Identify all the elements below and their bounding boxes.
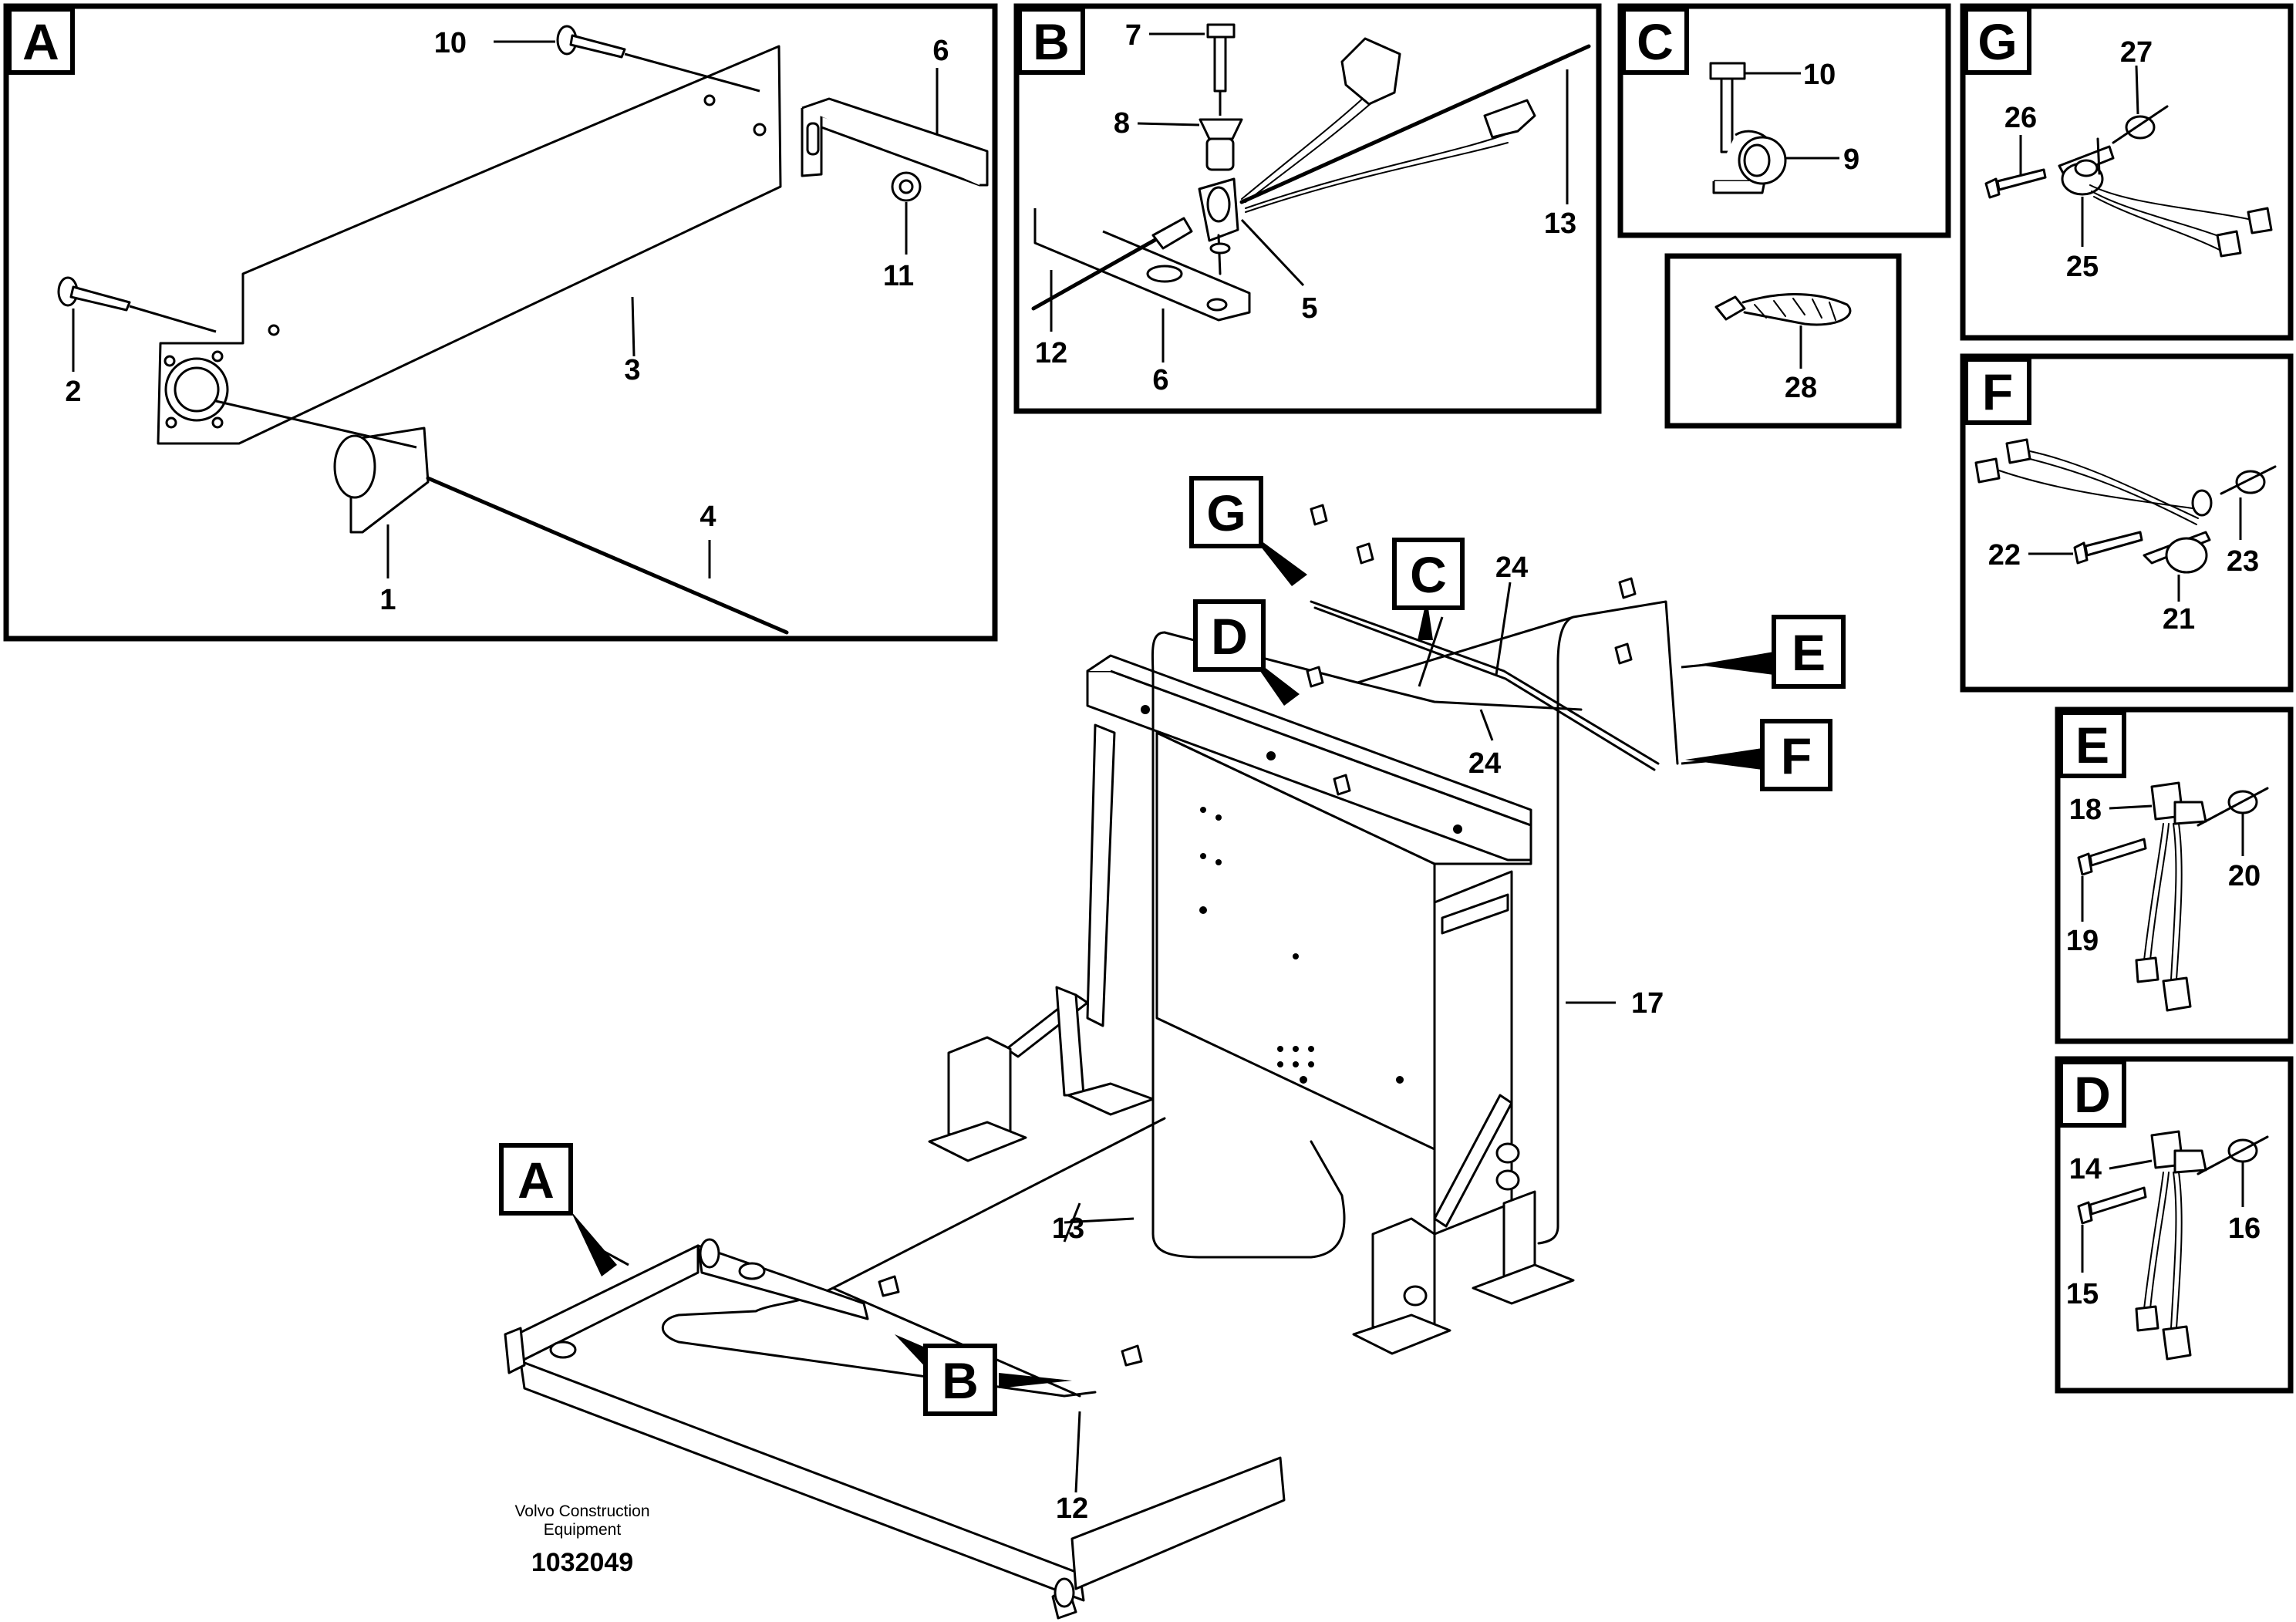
part-label: 6 [932, 35, 949, 67]
part-label: 19 [2066, 925, 2099, 957]
panel-c-label: C [1637, 13, 1674, 70]
detail-panel-d: D 14 15 16 [2055, 1056, 2294, 1394]
part-label: 24 [1468, 747, 1501, 780]
callout-b: B [895, 1334, 1072, 1416]
part-label: 10 [434, 27, 467, 59]
callout-g: G [1189, 476, 1307, 586]
part-label: 13 [1052, 1212, 1084, 1245]
part-label: 13 [1544, 207, 1576, 240]
part-label: 20 [2228, 860, 2261, 892]
panel-a-label: A [22, 13, 59, 70]
detail-panel-g: G 26 27 25 [1960, 3, 2294, 341]
callout-f: F [1685, 719, 1832, 791]
callout-d: D [1193, 599, 1300, 706]
callout-f-label: F [1781, 727, 1812, 784]
panel-d-label: D [2074, 1066, 2111, 1123]
part-label: 16 [2228, 1212, 2261, 1245]
part-label: 4 [700, 501, 716, 533]
company-name-line1: Volvo Construction [514, 1502, 649, 1520]
callout-g-label: G [1206, 484, 1246, 541]
part-label: 28 [1785, 372, 1817, 404]
part-label: 2 [65, 376, 81, 408]
drawing-number: 1032049 [531, 1548, 633, 1577]
callout-c: C [1392, 538, 1465, 640]
detail-panel-f: F 22 23 21 [1960, 353, 2294, 693]
part-label: 12 [1056, 1492, 1088, 1525]
part-label: 6 [1152, 364, 1168, 396]
part-label: 5 [1301, 292, 1317, 325]
part-label: 27 [2120, 36, 2153, 69]
callout-b-label: B [942, 1352, 979, 1409]
part-label: 7 [1125, 19, 1141, 52]
part-label: 17 [1631, 987, 1664, 1020]
part-label: 25 [2066, 251, 2099, 283]
part-label: 21 [2163, 603, 2195, 636]
panel-g-label: G [1977, 13, 2017, 70]
detail-panel-c: C 10 9 [1617, 3, 1951, 238]
detail-panel-e: E 18 19 20 [2055, 706, 2294, 1044]
part-label: 9 [1843, 143, 1859, 176]
part-label: 12 [1035, 337, 1067, 369]
callout-a: A [499, 1143, 629, 1276]
detail-panel-b: B 7 8 5 13 12 [1013, 3, 1602, 414]
part-label: 11 [883, 260, 914, 292]
part-label: 22 [1988, 539, 2021, 572]
part-label: 14 [2069, 1153, 2102, 1185]
part-label: 1 [379, 584, 396, 616]
part-label: 8 [1114, 107, 1130, 140]
drawing-footer: Volvo Construction Equipment 1032049 [514, 1502, 649, 1577]
part-label: 10 [1803, 59, 1836, 91]
callout-a-label: A [518, 1152, 555, 1209]
callout-e-label: E [1792, 624, 1826, 681]
panel-b-label: B [1033, 13, 1070, 70]
callout-e: E [1697, 615, 1846, 689]
part-label: 23 [2227, 545, 2259, 578]
company-name-line2: Equipment [544, 1521, 622, 1539]
panel-f-label: F [1982, 363, 2013, 420]
callout-d-label: D [1211, 608, 1248, 665]
callout-c-label: C [1410, 546, 1447, 603]
panel-e-label: E [2075, 717, 2109, 774]
part-label: 3 [624, 354, 640, 386]
detail-panel-a: A [3, 3, 998, 642]
main-assembly [504, 504, 1763, 1620]
part-label: 26 [2004, 102, 2037, 134]
detail-panel-cable-tie: 28 [1664, 253, 1902, 429]
part-label: 24 [1495, 551, 1528, 584]
part-label: 18 [2069, 794, 2102, 826]
part-label: 15 [2066, 1278, 2099, 1310]
